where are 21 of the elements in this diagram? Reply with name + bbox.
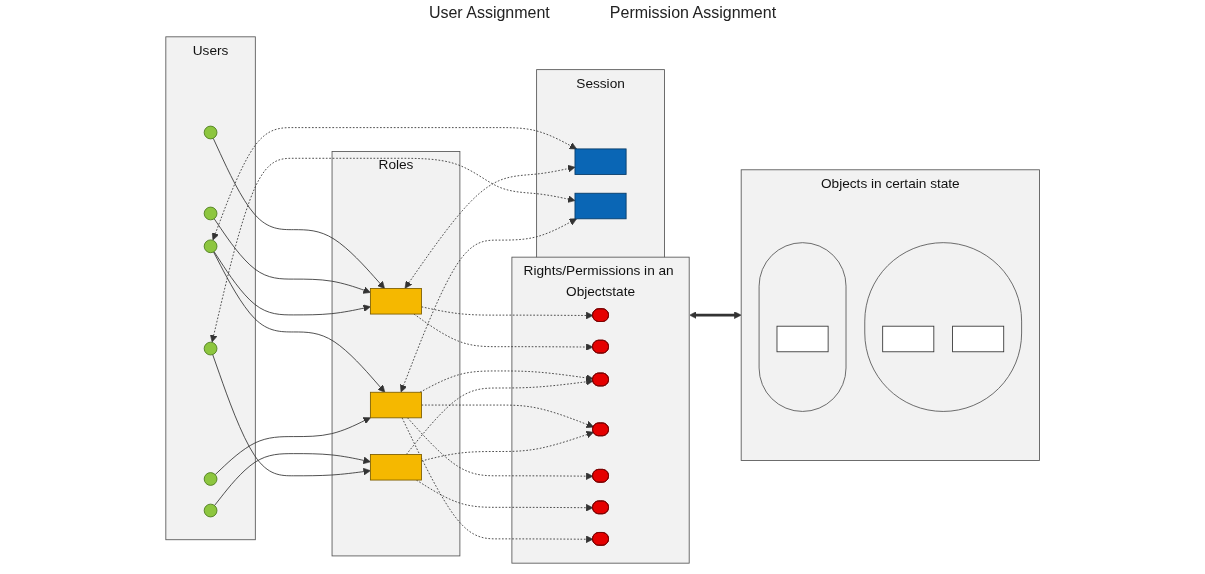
node-box (882, 325, 935, 353)
node-box (951, 325, 1004, 353)
node-circle (203, 472, 218, 486)
assignment-label: User Assignment (428, 4, 550, 23)
node-box (369, 288, 422, 315)
cluster: Rights/Permissions in an Objectstate (511, 256, 690, 564)
node-bar (574, 148, 627, 175)
node-circle (203, 206, 218, 221)
node-box (776, 325, 829, 353)
arrow (689, 311, 742, 319)
cluster: Roles (331, 151, 461, 557)
assignment-label: Permission Assignment (609, 4, 777, 23)
node-circle (203, 503, 218, 518)
node-box (369, 454, 422, 481)
node-circle (203, 341, 218, 356)
cluster: Objects in certain state (740, 169, 1040, 461)
node-box (369, 391, 422, 419)
node-circle (203, 239, 218, 254)
node-circle (203, 125, 218, 140)
cluster: Users (165, 36, 256, 541)
node-bar (574, 192, 627, 220)
